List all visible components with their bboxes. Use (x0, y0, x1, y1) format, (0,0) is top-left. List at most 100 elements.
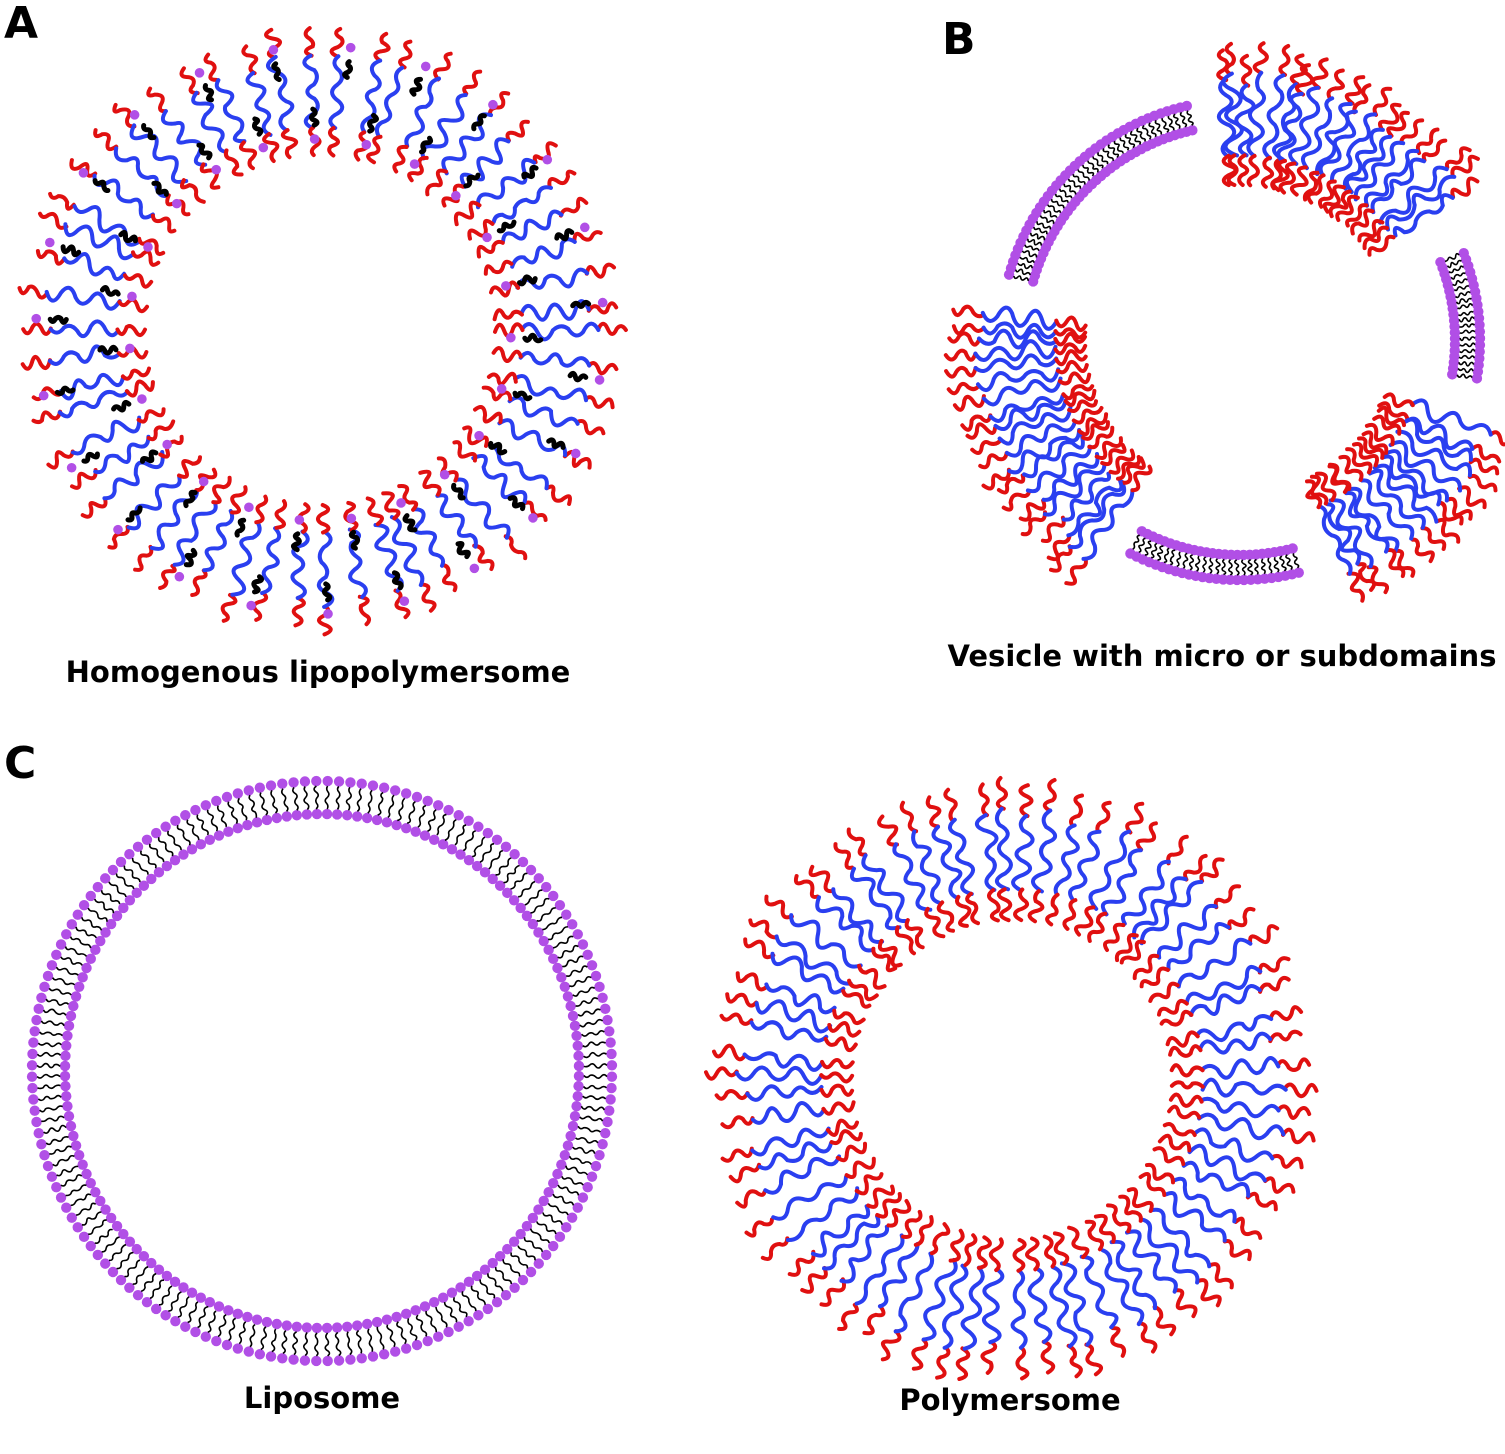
hydrophilic-segment (223, 148, 244, 177)
lipid-headgroup (73, 981, 85, 992)
hydrophilic-segment (407, 155, 429, 183)
lipid-tail (151, 180, 169, 197)
lipid-tail (321, 581, 333, 603)
lipid-headgroup (573, 1060, 585, 1072)
hydrophilic-segment (1015, 1345, 1030, 1381)
hydrophobic-segment (1081, 488, 1135, 561)
lipid-headgroup (573, 1080, 584, 1092)
hydrophobic-segment (485, 442, 549, 491)
hydrophobic-segment (1328, 498, 1374, 569)
hydrophobic-segment (435, 493, 478, 549)
hydrophilic-segment (587, 361, 619, 376)
hydrophilic-segment (38, 211, 69, 230)
hydrophobic-segment (745, 1084, 824, 1102)
hydrophobic-segment (988, 394, 1065, 423)
hydrophobic-segment (822, 1214, 881, 1271)
hydrophilic-segment (1450, 154, 1480, 178)
lipid-headgroup (281, 1320, 292, 1331)
hydrophilic-segment (20, 354, 52, 371)
hydrophilic-segment (1130, 464, 1153, 493)
lipid-headgroup (131, 887, 142, 899)
lipid-tail (1253, 558, 1259, 575)
hydrophobic-segment (245, 71, 273, 137)
hydrophilic-segment (1063, 388, 1097, 407)
lipid-headgroup (311, 1355, 322, 1367)
lipid-tail (303, 786, 310, 811)
hydrophilic-segment (1166, 834, 1189, 866)
lipid-headgroup (72, 909, 83, 920)
lipid-tail (1267, 557, 1273, 574)
lipid-headgroup (552, 1168, 563, 1180)
lipid-headgroup (268, 45, 279, 55)
lipid-tail (562, 955, 584, 968)
hydrophilic-segment (1157, 1133, 1192, 1153)
hydrophilic-segment (303, 26, 316, 58)
hydrophilic-segment (544, 484, 573, 506)
lipid-tail (524, 889, 543, 906)
hydrophilic-segment (1446, 496, 1473, 521)
lipid-tail (569, 976, 592, 988)
lipid-tail (1024, 244, 1040, 251)
hydrophilic-segment (1168, 1092, 1204, 1108)
hydrophilic-segment (137, 236, 166, 257)
hydrophilic-segment (112, 102, 137, 129)
hydrophilic-segment (894, 925, 916, 956)
hydrophilic-segment (970, 437, 1003, 455)
hydrophilic-segment (1226, 153, 1239, 187)
hydrophilic-segment (194, 467, 218, 493)
lipid-headgroup (602, 1014, 613, 1026)
hydrophilic-segment (1345, 447, 1373, 475)
lipid-tail (334, 1331, 342, 1357)
hydrophilic-segment (1248, 924, 1280, 945)
hydrophilic-segment (854, 1172, 884, 1196)
lipid-headgroup (401, 822, 412, 834)
hydrophobic-segment (202, 508, 235, 573)
lipid-headgroup (573, 1050, 584, 1062)
lipid-headgroup (125, 343, 135, 354)
lipid-tail (36, 1051, 62, 1057)
lipid-headgroup (605, 1094, 616, 1105)
hydrophilic-segment (418, 469, 442, 497)
hydrophilic-segment (1071, 406, 1104, 425)
lipid-headgroup (437, 1292, 449, 1303)
lipid-tail (303, 1331, 308, 1357)
hydrophilic-segment (1421, 138, 1448, 163)
hydrophilic-segment (17, 284, 49, 300)
hydrophobic-segment (1200, 1077, 1288, 1098)
hydrophilic-segment (21, 321, 53, 336)
lipid-tail (1285, 554, 1293, 570)
lipid-headgroup (482, 232, 492, 243)
hydrophobic-segment (389, 515, 425, 588)
lipid-tail (1459, 329, 1476, 334)
lipid-headgroup (39, 981, 50, 993)
lipid-headgroup (254, 782, 266, 793)
lipid-headgroup (400, 788, 412, 799)
lipid-tail (488, 849, 503, 870)
hydrophilic-segment (190, 568, 208, 597)
hydrophilic-segment (1094, 436, 1123, 460)
lipid-tail (177, 1296, 190, 1318)
lipid-headgroup (548, 1177, 559, 1189)
hydrophilic-segment (1093, 1213, 1116, 1244)
lipid-headgroup (85, 890, 96, 902)
lipid-tail (1033, 226, 1048, 235)
lipid-tail (202, 83, 215, 103)
lipid-tail (65, 1184, 87, 1197)
hydrophilic-segment (453, 200, 482, 227)
hydrophilic-segment (924, 906, 946, 939)
lipid-headgroup (244, 502, 254, 513)
lipid-tail (37, 1094, 62, 1102)
lipid-tail (52, 1154, 75, 1167)
hydrophilic-segment (274, 499, 288, 530)
lipid-tail (583, 1051, 607, 1059)
hydrophobic-segment (1166, 921, 1231, 971)
hydrophobic-segment (1360, 478, 1415, 541)
hydrophilic-segment (1317, 179, 1337, 209)
lipid-tail (216, 805, 227, 828)
hydrophobic-segment (1125, 1229, 1178, 1294)
lipid-tail (131, 857, 149, 875)
hydrophobic-segment (1059, 1261, 1094, 1347)
lipid-headgroup (515, 902, 526, 914)
lipid-tail (40, 1020, 65, 1027)
lipid-tail (452, 1296, 468, 1318)
